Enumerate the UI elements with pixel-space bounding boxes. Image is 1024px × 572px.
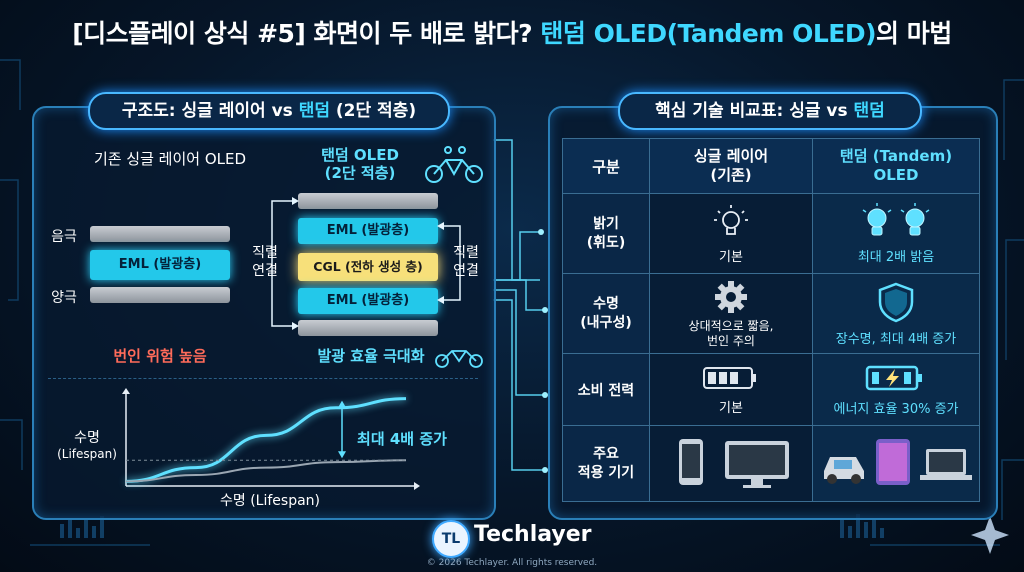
table-header: 구분 싱글 레이어(기존) 탠덤 (Tandem)OLED xyxy=(562,138,980,194)
bicycle-icon xyxy=(435,350,483,368)
series-arrows xyxy=(271,197,461,330)
single-lifespan-cell: 상대적으로 짧음, 번인 주의 xyxy=(649,273,813,354)
row-label-power: 소비 전력 xyxy=(562,353,650,426)
tandem-power-value: 에너지 효율 30% 증가 xyxy=(833,402,959,417)
single-cathode-layer xyxy=(90,226,230,242)
gear-icon xyxy=(715,280,747,313)
tandem-brightness-value: 최대 2배 밝음 xyxy=(857,250,935,265)
tandem-heading: 탠덤 OLED(2단 적층) xyxy=(321,146,399,182)
tandem-lifespan-value: 장수명, 최대 4배 증가 xyxy=(835,332,957,347)
structure-pill: 구조도: 싱글 레이어 vs 탠덤 (2단 적층) xyxy=(88,92,450,130)
table-row: 수명(내구성) 상대적으로 짧음, 번인 주의 장수명, 최대 4배 증가 xyxy=(562,273,980,354)
graph-ylabel: 수명(Lifespan) xyxy=(57,430,117,461)
single-anode-layer xyxy=(90,287,230,303)
comparison-table: 구분 싱글 레이어(기존) 탠덤 (Tandem)OLED 밝기(휘도) 기본 … xyxy=(562,138,980,502)
efficiency-label: 발광 효율 극대화 xyxy=(317,347,425,365)
increase-arrow-bottom xyxy=(338,451,346,459)
sparkle-icon xyxy=(971,516,1009,554)
y-axis-arrow xyxy=(122,388,130,394)
table-row: 밝기(휘도) 기본 최대 2배 밝음 xyxy=(562,193,980,274)
single-brightness-cell: 기본 xyxy=(649,193,813,274)
lightbulb-icon xyxy=(714,205,748,235)
lifespan-chart xyxy=(122,388,420,490)
single-power-value: 기본 xyxy=(719,401,743,416)
series-line-0 xyxy=(125,397,407,483)
car-tablet-laptop-icons xyxy=(824,438,972,485)
single-lifespan-value: 상대적으로 짧음, 번인 주의 xyxy=(688,318,774,348)
copyright: © 2026 Techlayer. All rights reserved. xyxy=(426,558,598,568)
burn-in-warning: 번인 위험 높음 xyxy=(113,347,207,365)
brand-name: Techlayer xyxy=(474,522,592,547)
shield-icon xyxy=(878,282,914,323)
tandem-devices-cell xyxy=(812,425,980,502)
tandem-bicycle-icon xyxy=(425,146,483,183)
comparison-pill: 핵심 기술 비교표: 싱글 vs 탠덤 xyxy=(618,92,922,130)
page-title: [디스플레이 상식 #5] 화면이 두 배로 밝다? 탠덤 OLED(Tande… xyxy=(72,19,952,48)
battery-icon xyxy=(703,367,756,389)
header-category: 구분 xyxy=(562,138,650,194)
tandem-eml-bottom: EML (발광층) xyxy=(298,288,438,314)
graph-xlabel: 수명 (Lifespan) xyxy=(220,493,320,509)
row-label-lifespan: 수명(내구성) xyxy=(562,273,650,354)
series-line-1 xyxy=(125,459,407,483)
header-single: 싱글 레이어(기존) xyxy=(649,138,813,194)
single-devices-cell xyxy=(649,425,813,502)
header-tandem: 탠덤 (Tandem)OLED xyxy=(812,138,980,194)
increase-arrow-top xyxy=(338,400,346,408)
brand-logo: TL xyxy=(432,520,470,558)
tandem-eml-top: EML (발광층) xyxy=(298,218,438,244)
x-axis-arrow xyxy=(414,482,420,490)
tandem-brightness-cell: 최대 2배 밝음 xyxy=(812,193,980,274)
tandem-bottom-electrode xyxy=(298,320,438,336)
glowing-lightbulbs-icon xyxy=(862,203,930,236)
row-label-brightness: 밝기(휘도) xyxy=(562,193,650,274)
tandem-lifespan-cell: 장수명, 최대 4배 증가 xyxy=(812,273,980,354)
single-power-cell: 기본 xyxy=(649,353,813,426)
anode-label: 양극 xyxy=(51,290,77,306)
single-eml-layer: EML (발광층) xyxy=(90,250,230,280)
single-heading: 기존 싱글 레이어 OLED xyxy=(93,150,247,168)
charging-battery-icon xyxy=(865,365,922,391)
single-brightness-value: 기본 xyxy=(719,250,743,265)
phone-and-monitor-icons xyxy=(679,438,789,488)
tandem-top-electrode xyxy=(298,193,438,209)
tandem-power-cell: 에너지 효율 30% 증가 xyxy=(812,353,980,426)
graph-annotation: 최대 4배 증가 xyxy=(357,430,447,448)
table-row: 소비 전력 기본 에너지 효율 30% 증가 xyxy=(562,353,980,426)
cathode-label: 음극 xyxy=(51,229,77,245)
tandem-cgl-layer: CGL (전하 생성 층) xyxy=(298,253,438,281)
